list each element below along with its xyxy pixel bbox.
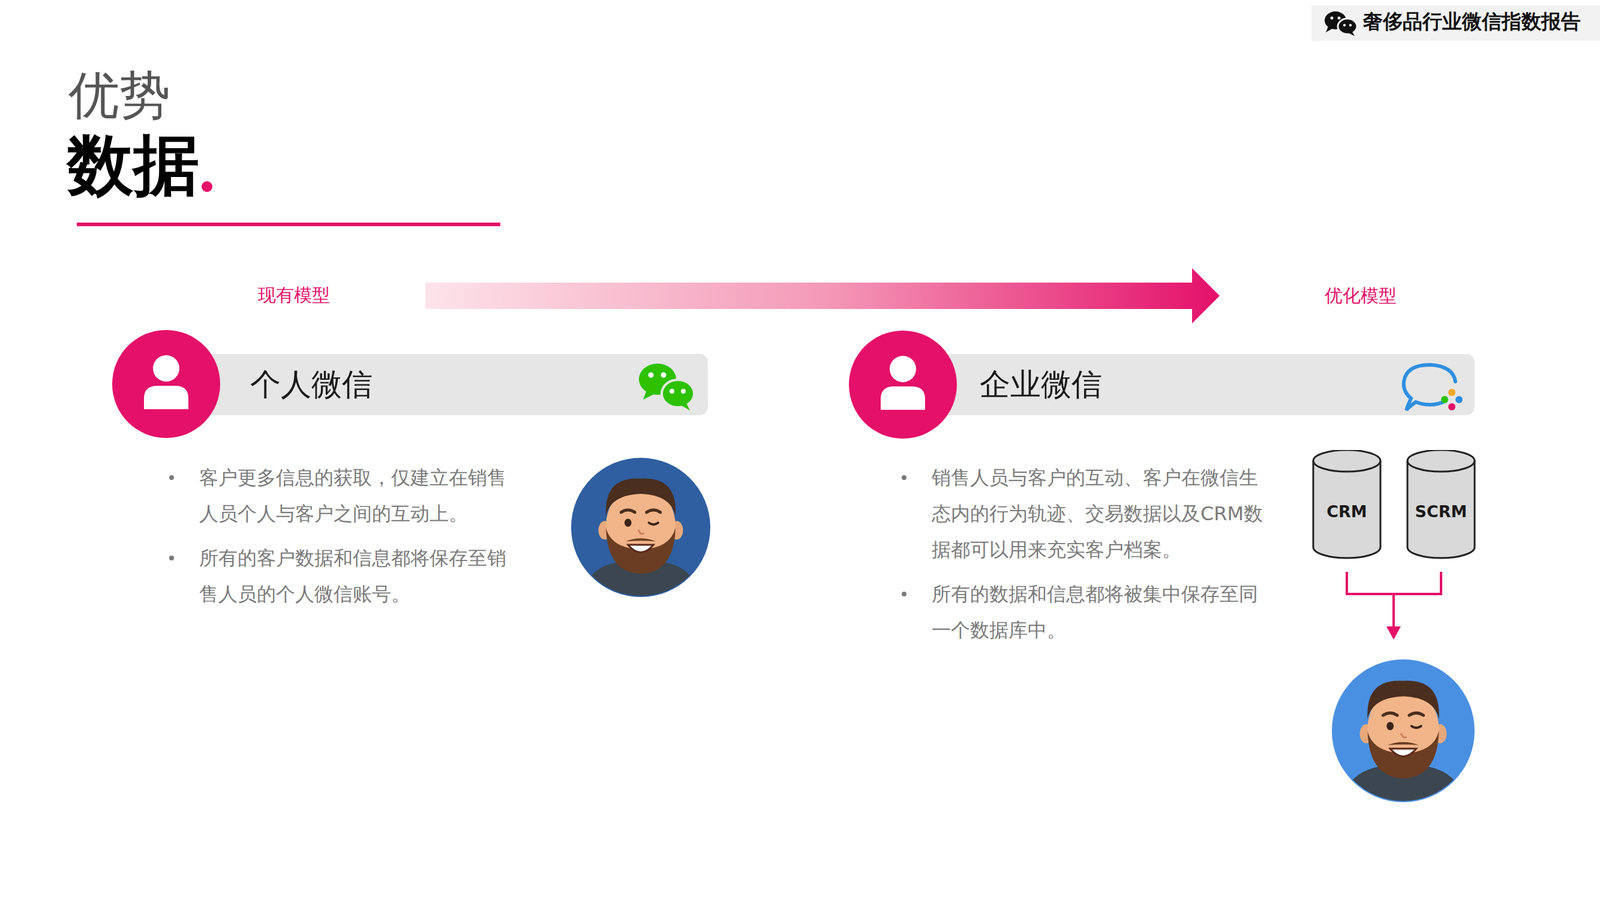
database-name: SCRM (1415, 502, 1468, 522)
wechat-logo-small (1324, 11, 1358, 36)
cylinder-body (1407, 449, 1475, 558)
database-cylinder: SCRM (1406, 449, 1476, 560)
cylinder-body (1313, 449, 1381, 558)
wechat-logo (638, 363, 695, 411)
bullet-text: 所有的客户数据和信息都将保存至销售人员的个人微信账号。 (199, 539, 521, 612)
bullet-text: 销售人员与客户的互动、客户在微信生态内的行为轨迹、交易数据以及CRM数据都可以用… (931, 459, 1271, 568)
user-icon (848, 330, 957, 439)
avatar-optimized (1331, 659, 1475, 803)
cylinder-rim (1407, 460, 1475, 472)
bullet-text: 客户更多信息的获取，仅建立在销售人员个人与客户之间的互动上。 (199, 459, 521, 532)
progress-arrow (425, 268, 1220, 324)
model-label: 现有模型 (257, 282, 330, 308)
database-cylinder: CRM (1312, 449, 1382, 560)
title-underline (76, 222, 501, 227)
channel-name: 个人微信 (250, 365, 373, 403)
slide-title: 数据 (67, 128, 200, 202)
database-name: CRM (1326, 502, 1367, 522)
report-badge (1311, 5, 1600, 41)
bullet-dot (169, 555, 174, 561)
avatar-current (571, 457, 711, 597)
channel-name: 企业微信 (979, 365, 1103, 403)
report-badge-text: 奢侈品行业微信指数报告 (1363, 7, 1581, 36)
section-kicker: 优势 (68, 64, 171, 126)
cylinder-rim (1313, 460, 1381, 472)
user-icon (112, 329, 221, 438)
model-label: 优化模型 (1324, 283, 1397, 309)
bullet-dot (169, 475, 174, 480)
channel-bar: 企业微信 (902, 353, 1475, 416)
bullet-dot (901, 475, 907, 480)
bullet-text: 所有的数据和信息都将被集中保存至同一个数据库中。 (931, 575, 1271, 648)
channel-bar: 个人微信 (166, 353, 708, 416)
title-dot (201, 181, 213, 192)
merge-bracket (1346, 571, 1442, 640)
bullet-dot (901, 591, 907, 597)
wecom-logo (1403, 364, 1463, 411)
